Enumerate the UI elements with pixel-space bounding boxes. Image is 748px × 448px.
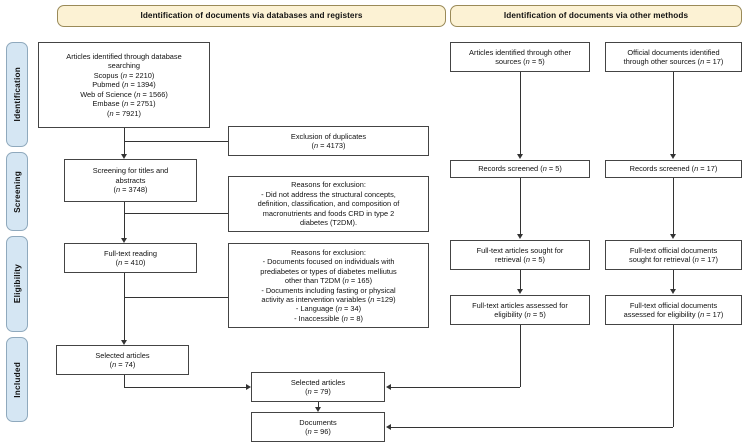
box-records-screened-articles-text: Records screened (n = 5) [478, 164, 562, 174]
connector-to-reasons-exclusion-eligibility [124, 297, 228, 298]
arrowhead-identified-to-screening [120, 154, 127, 159]
connector-to-exclusion-duplicates [124, 141, 228, 142]
box-records-screened-articles: Records screened (n = 5) [450, 160, 590, 178]
connector-screened-to-sought-official [673, 178, 674, 234]
box-records-screened-official: Records screened (n = 17) [605, 160, 742, 178]
connector-assessed-articles-to-total [391, 387, 520, 388]
arrowhead-sought-to-assessed-articles [516, 289, 523, 294]
connector-total-to-documents [318, 402, 319, 407]
connector-official-sources-to-screened [673, 72, 674, 154]
connector-sought-to-assessed-official [673, 270, 674, 289]
connector-articles-sources-to-screened [520, 72, 521, 154]
box-selected-articles-total-text: Selected articles(n = 79) [290, 377, 346, 396]
box-selected-articles-left-text: Selected articles(n = 74) [95, 350, 150, 369]
box-selected-articles-total: Selected articles(n = 79) [251, 372, 385, 402]
banner-other-methods-label: Identification of documents via other me… [503, 11, 689, 21]
box-documents-total: Documents(n = 96) [251, 412, 385, 442]
stage-eligibility: Eligibility [6, 236, 28, 332]
connector-sought-to-assessed-articles [520, 270, 521, 289]
connector-screening-to-fulltext [124, 202, 125, 238]
connector-assessed-articles-down [520, 325, 521, 387]
stage-screening: Screening [6, 152, 28, 231]
box-reasons-exclusion-eligibility: Reasons for exclusion:- Documents focuse… [228, 243, 429, 328]
box-documents-total-text: Documents(n = 96) [299, 417, 337, 436]
arrowhead-official-sources-to-screened [669, 154, 676, 159]
connector-fulltext-to-selected-left [124, 273, 125, 340]
arrowhead-assessed-articles-to-total [386, 383, 391, 390]
box-exclusion-duplicates-text: Exclusion of duplicates(n = 4173) [290, 131, 367, 150]
arrowhead-fulltext-to-selected-left [120, 340, 127, 345]
connector-selected-left-to-total [124, 387, 246, 388]
box-full-text-reading: Full-text reading(n = 410) [64, 243, 197, 273]
stage-included-label: Included [12, 361, 22, 398]
banner-databases-registers: Identification of documents via database… [57, 5, 446, 27]
stage-identification: Identification [6, 42, 28, 147]
connector-to-reasons-exclusion-screening [124, 213, 228, 214]
stage-included: Included [6, 337, 28, 422]
stage-screening-label: Screening [12, 170, 22, 213]
arrowhead-screening-to-fulltext [120, 238, 127, 243]
banner-databases-registers-label: Identification of documents via database… [140, 11, 363, 21]
box-reasons-exclusion-eligibility-text: Reasons for exclusion:- Documents focuse… [260, 247, 397, 323]
arrowhead-sought-to-assessed-official [669, 289, 676, 294]
box-reasons-exclusion-screening-text: Reasons for exclusion: - Did not address… [257, 180, 400, 228]
box-exclusion-duplicates: Exclusion of duplicates(n = 4173) [228, 126, 429, 156]
arrowhead-screened-to-sought-articles [516, 234, 523, 239]
arrowhead-selected-left-to-total [246, 383, 251, 390]
connector-screened-to-sought-articles [520, 178, 521, 234]
banner-other-methods: Identification of documents via other me… [450, 5, 742, 27]
box-reasons-exclusion-screening: Reasons for exclusion: - Did not address… [228, 176, 429, 232]
arrowhead-total-to-documents [314, 407, 321, 412]
connector-assessed-official-down [673, 325, 674, 427]
connector-selected-left-down [124, 375, 125, 387]
arrowhead-screened-to-sought-official [669, 234, 676, 239]
arrowhead-articles-sources-to-screened [516, 154, 523, 159]
box-full-text-reading-text: Full-text reading(n = 410) [104, 248, 157, 267]
box-selected-articles-left: Selected articles(n = 74) [56, 345, 189, 375]
connector-assessed-official-to-documents [391, 427, 673, 428]
stage-eligibility-label: Eligibility [12, 264, 22, 304]
stage-identification-label: Identification [12, 67, 22, 122]
arrowhead-assessed-official-to-documents [386, 423, 391, 430]
box-records-screened-official-text: Records screened (n = 17) [629, 164, 718, 174]
